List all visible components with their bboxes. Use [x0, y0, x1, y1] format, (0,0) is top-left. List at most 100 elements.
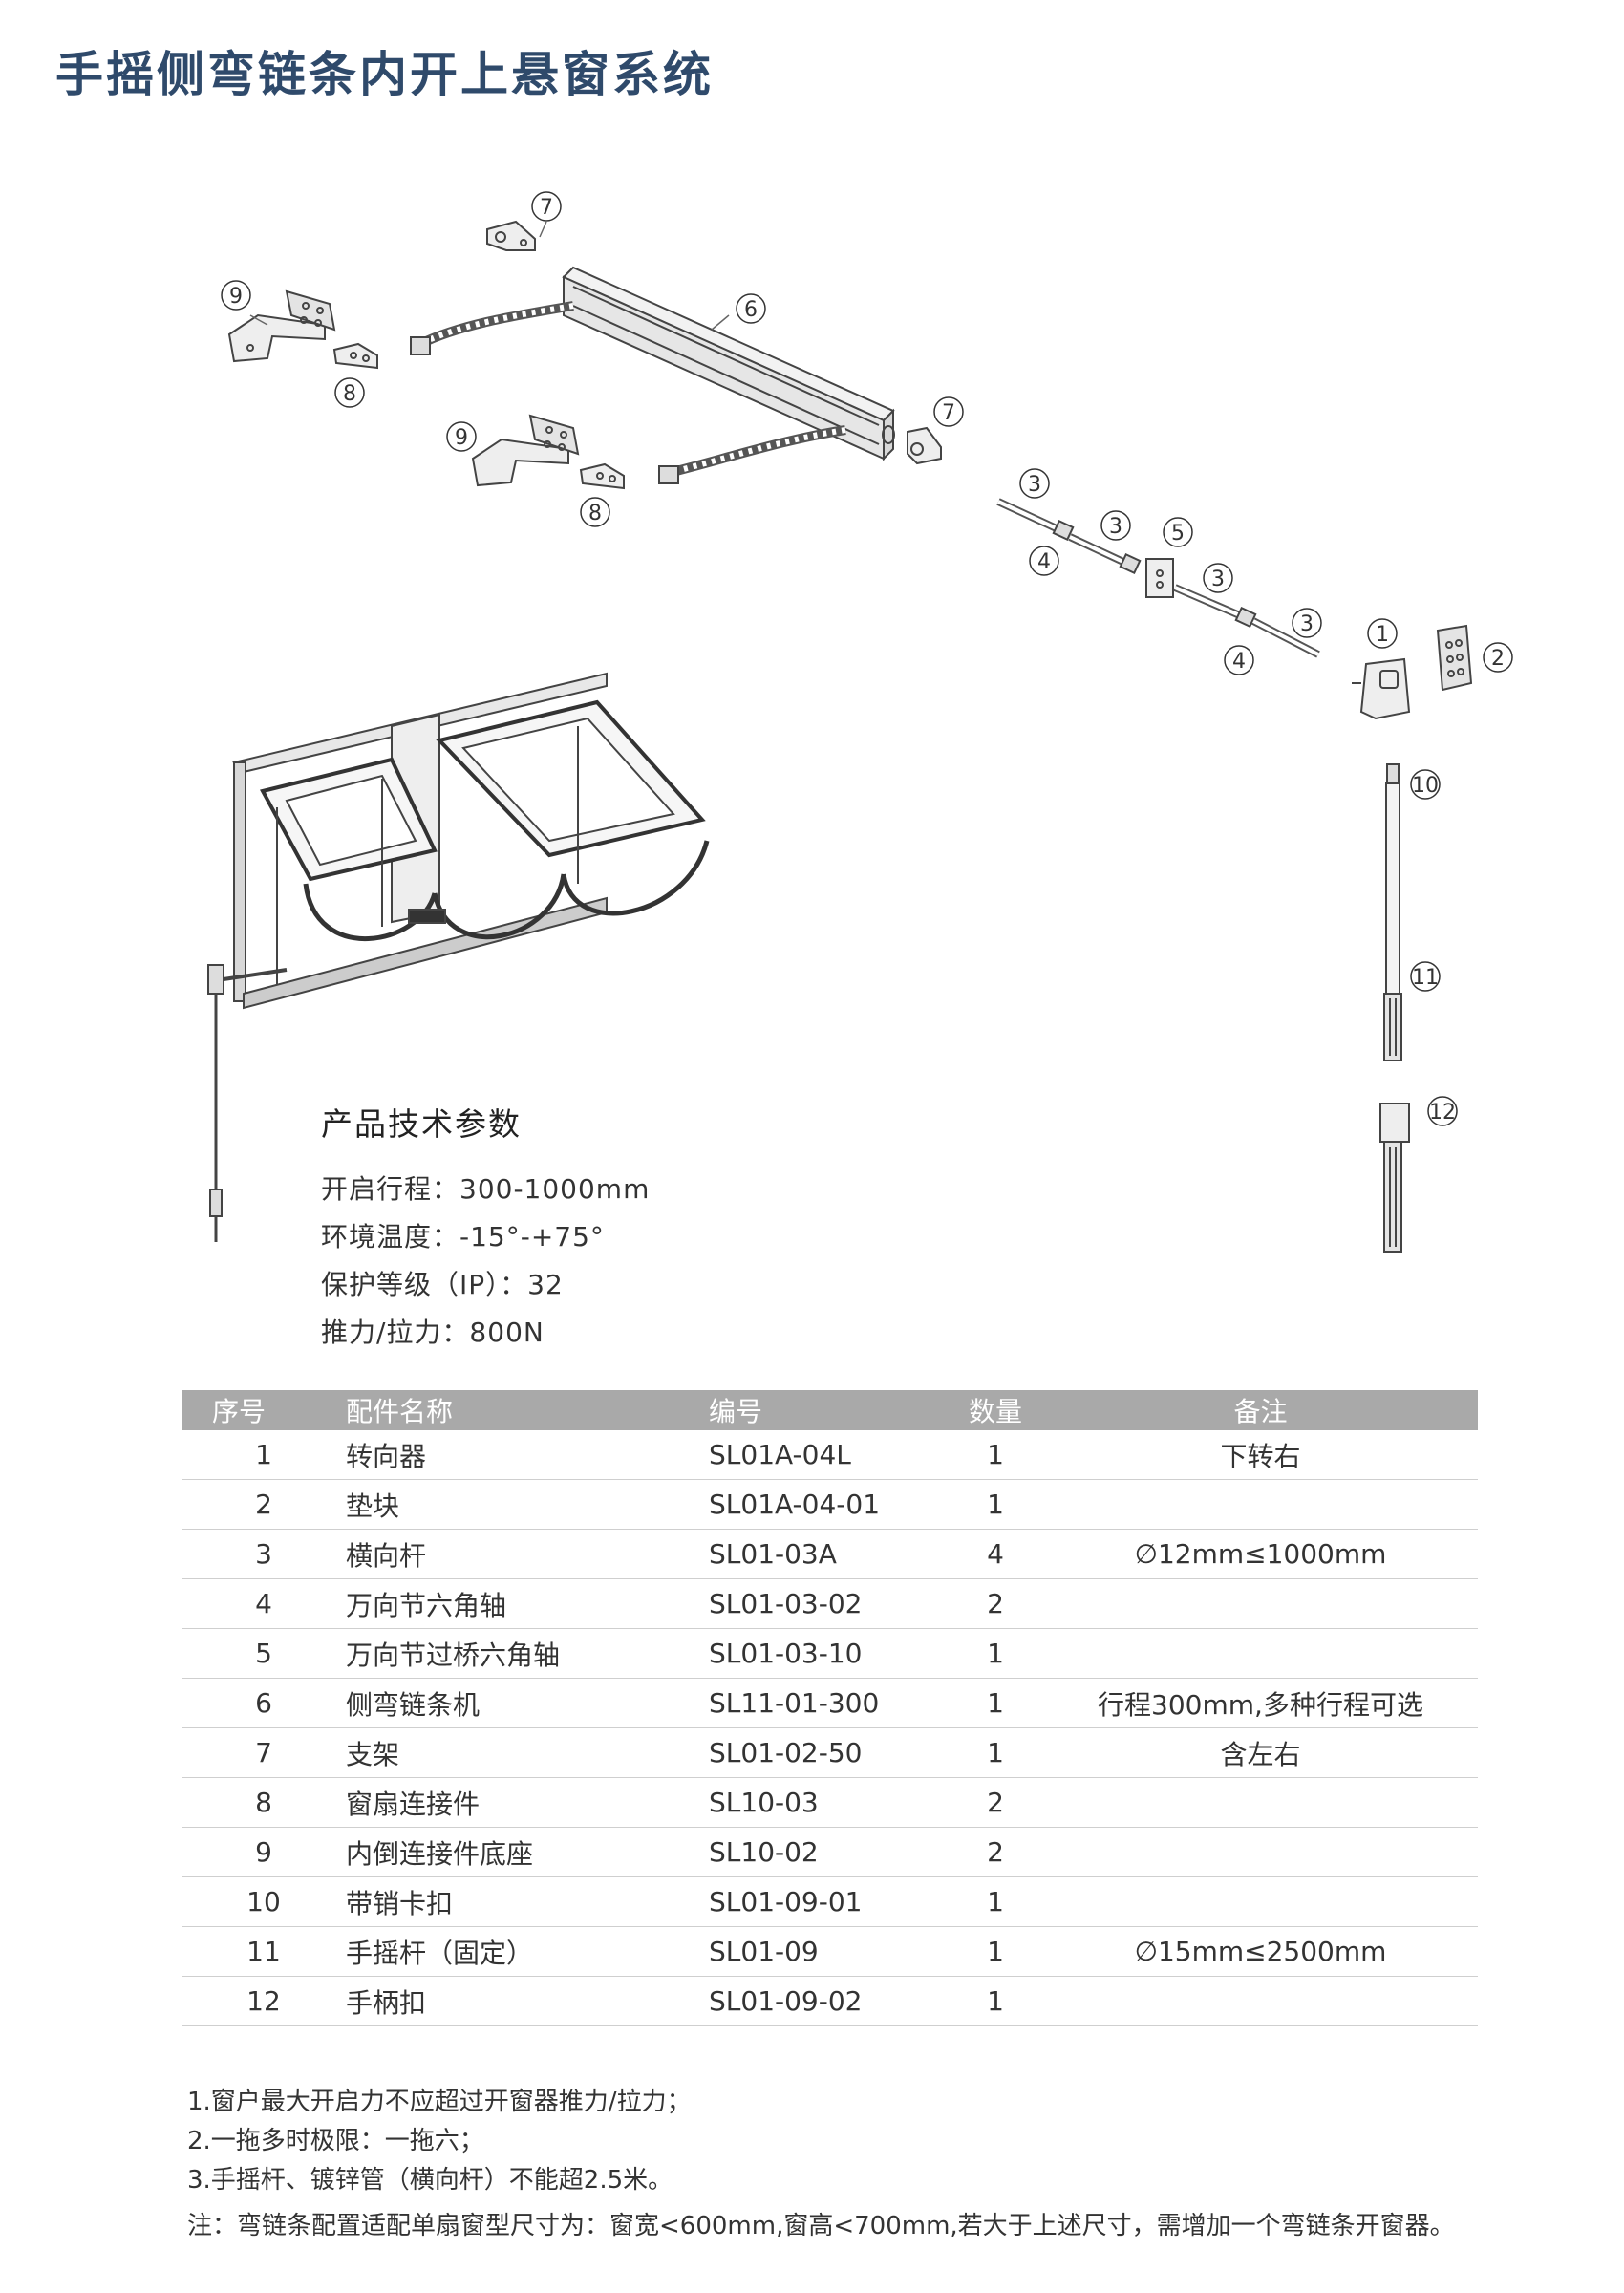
cell-code: SL01-03-02 — [709, 1578, 948, 1629]
callout-12: 12 — [1427, 1096, 1458, 1126]
cell-code: SL01-02-50 — [709, 1727, 948, 1778]
transverse-rod-assembly — [996, 498, 1320, 658]
table-row: 1 转向器 SL01A-04L 1 下转右 — [182, 1430, 1478, 1480]
cell-index: 1 — [182, 1430, 346, 1480]
cell-quantity: 1 — [948, 1479, 1043, 1530]
svg-text:11: 11 — [1412, 966, 1439, 990]
cell-part-name: 转向器 — [346, 1430, 709, 1480]
cell-index: 9 — [182, 1827, 346, 1877]
cell-part-name: 万向节过桥六角轴 — [346, 1628, 709, 1679]
cell-part-name: 内倒连接件底座 — [346, 1827, 709, 1877]
callout-3-b: 3 — [1100, 510, 1131, 541]
callout-9-upper: 9 — [221, 280, 251, 311]
cell-part-name: 手摇杆（固定） — [346, 1926, 709, 1977]
svg-text:3: 3 — [1211, 568, 1225, 591]
cell-index: 8 — [182, 1777, 346, 1828]
svg-text:9: 9 — [455, 426, 468, 450]
callout-4-a: 4 — [1029, 546, 1059, 576]
callout-2: 2 — [1483, 642, 1513, 673]
spec-protection: 保护等级（IP）：32 — [321, 1269, 564, 1300]
page-title: 手摇侧弯链条内开上悬窗系统 — [55, 47, 714, 102]
notes-section: 1.窗户最大开启力不应超过开窗器推力/拉力； 2.一拖多时极限：一拖六； 3.手… — [187, 2083, 1455, 2250]
sash-base-upper-part — [227, 289, 336, 363]
cell-code: SL10-03 — [709, 1777, 948, 1828]
cell-part-name: 侧弯链条机 — [346, 1678, 709, 1728]
svg-text:12: 12 — [1429, 1101, 1456, 1125]
bracket-right-part — [907, 426, 942, 465]
cell-code: SL01-03A — [709, 1529, 948, 1579]
note-item: 2.一拖多时极限：一拖六； — [187, 2127, 484, 2155]
note-item: 1.窗户最大开启力不应超过开窗器推力/拉力； — [187, 2088, 692, 2116]
cell-remarks — [1043, 1777, 1478, 1828]
cell-quantity: 1 — [948, 1876, 1043, 1927]
cell-part-name: 带销卡扣 — [346, 1876, 709, 1927]
sash-base-lower-part — [471, 414, 580, 487]
spacer-pad-part — [1436, 624, 1473, 692]
cell-code: SL01-03-10 — [709, 1628, 948, 1679]
cell-code: SL10-02 — [709, 1827, 948, 1877]
header-quantity: 数量 — [948, 1390, 1043, 1430]
cell-code: SL01-09-02 — [709, 1976, 948, 2026]
svg-text:7: 7 — [540, 196, 553, 220]
cell-part-name: 支架 — [346, 1727, 709, 1778]
header-index: 序号 — [182, 1390, 346, 1430]
cell-remarks: ∅15mm≤2500mm — [1043, 1926, 1478, 1977]
cell-remarks — [1043, 1976, 1478, 2026]
cell-quantity: 4 — [948, 1529, 1043, 1579]
specs-heading: 产品技术参数 — [321, 1105, 522, 1143]
spec-force: 推力/拉力：800N — [321, 1317, 545, 1348]
cell-index: 6 — [182, 1678, 346, 1728]
svg-text:6: 6 — [744, 298, 758, 322]
svg-text:5: 5 — [1171, 522, 1185, 546]
cell-quantity: 2 — [948, 1827, 1043, 1877]
cell-remarks: 下转右 — [1043, 1430, 1478, 1480]
callout-3-d: 3 — [1292, 608, 1322, 638]
callout-labels: 7 9 6 8 9 7 8 3 3 5 4 3 3 1 2 4 10 11 12 — [221, 191, 1513, 1126]
cell-remarks: 含左右 — [1043, 1727, 1478, 1778]
cell-index: 4 — [182, 1578, 346, 1629]
cell-quantity: 2 — [948, 1777, 1043, 1828]
table-row: 12 手柄扣 SL01-09-02 1 — [182, 1976, 1478, 2026]
cell-index: 10 — [182, 1876, 346, 1927]
note-item: 3.手摇杆、镀锌管（横向杆）不能超2.5米。 — [187, 2166, 673, 2195]
cell-remarks — [1043, 1628, 1478, 1679]
table-row: 7 支架 SL01-02-50 1 含左右 — [182, 1727, 1478, 1778]
callout-8-upper: 8 — [334, 377, 365, 408]
svg-text:8: 8 — [343, 382, 356, 406]
svg-text:3: 3 — [1028, 473, 1041, 497]
cell-code: SL01A-04-01 — [709, 1479, 948, 1530]
assembled-window-illustration — [207, 672, 710, 1242]
cell-index: 2 — [182, 1479, 346, 1530]
svg-text:4: 4 — [1232, 650, 1246, 674]
svg-text:10: 10 — [1412, 774, 1439, 798]
svg-text:4: 4 — [1037, 550, 1051, 574]
cell-part-name: 横向杆 — [346, 1529, 709, 1579]
header-code: 编号 — [709, 1390, 948, 1430]
chain-motor-part — [410, 266, 895, 484]
callout-4-b: 4 — [1224, 645, 1254, 675]
parts-table: 序号 配件名称 编号 数量 备注 1 转向器 SL01A-04L 1 下转右 2… — [182, 1390, 1478, 2026]
cell-remarks: ∅12mm≤1000mm — [1043, 1529, 1478, 1579]
cell-remarks — [1043, 1479, 1478, 1530]
cell-quantity: 1 — [948, 1430, 1043, 1480]
cell-quantity: 1 — [948, 1678, 1043, 1728]
header-part-name: 配件名称 — [346, 1390, 709, 1430]
gear-box-part — [1352, 657, 1411, 720]
svg-text:9: 9 — [229, 285, 243, 309]
cell-part-name: 垫块 — [346, 1479, 709, 1530]
cell-remarks — [1043, 1827, 1478, 1877]
tech-specs: 产品技术参数 开启行程：300-1000mm 环境温度：-15°-+75° 保护… — [321, 1099, 650, 1357]
table-row: 2 垫块 SL01A-04-01 1 — [182, 1479, 1478, 1530]
svg-text:3: 3 — [1109, 515, 1122, 539]
cell-quantity: 1 — [948, 1727, 1043, 1778]
cell-index: 5 — [182, 1628, 346, 1679]
callout-7-top: 7 — [531, 191, 562, 222]
cell-index: 11 — [182, 1926, 346, 1977]
hand-crank-part — [1379, 763, 1410, 1253]
table-row: 4 万向节六角轴 SL01-03-02 2 — [182, 1578, 1478, 1629]
cell-index: 12 — [182, 1976, 346, 2026]
sash-connector-lower-part — [579, 462, 625, 490]
cell-remarks — [1043, 1876, 1478, 1927]
table-row: 9 内倒连接件底座 SL10-02 2 — [182, 1827, 1478, 1877]
table-row: 3 横向杆 SL01-03A 4 ∅12mm≤1000mm — [182, 1529, 1478, 1579]
